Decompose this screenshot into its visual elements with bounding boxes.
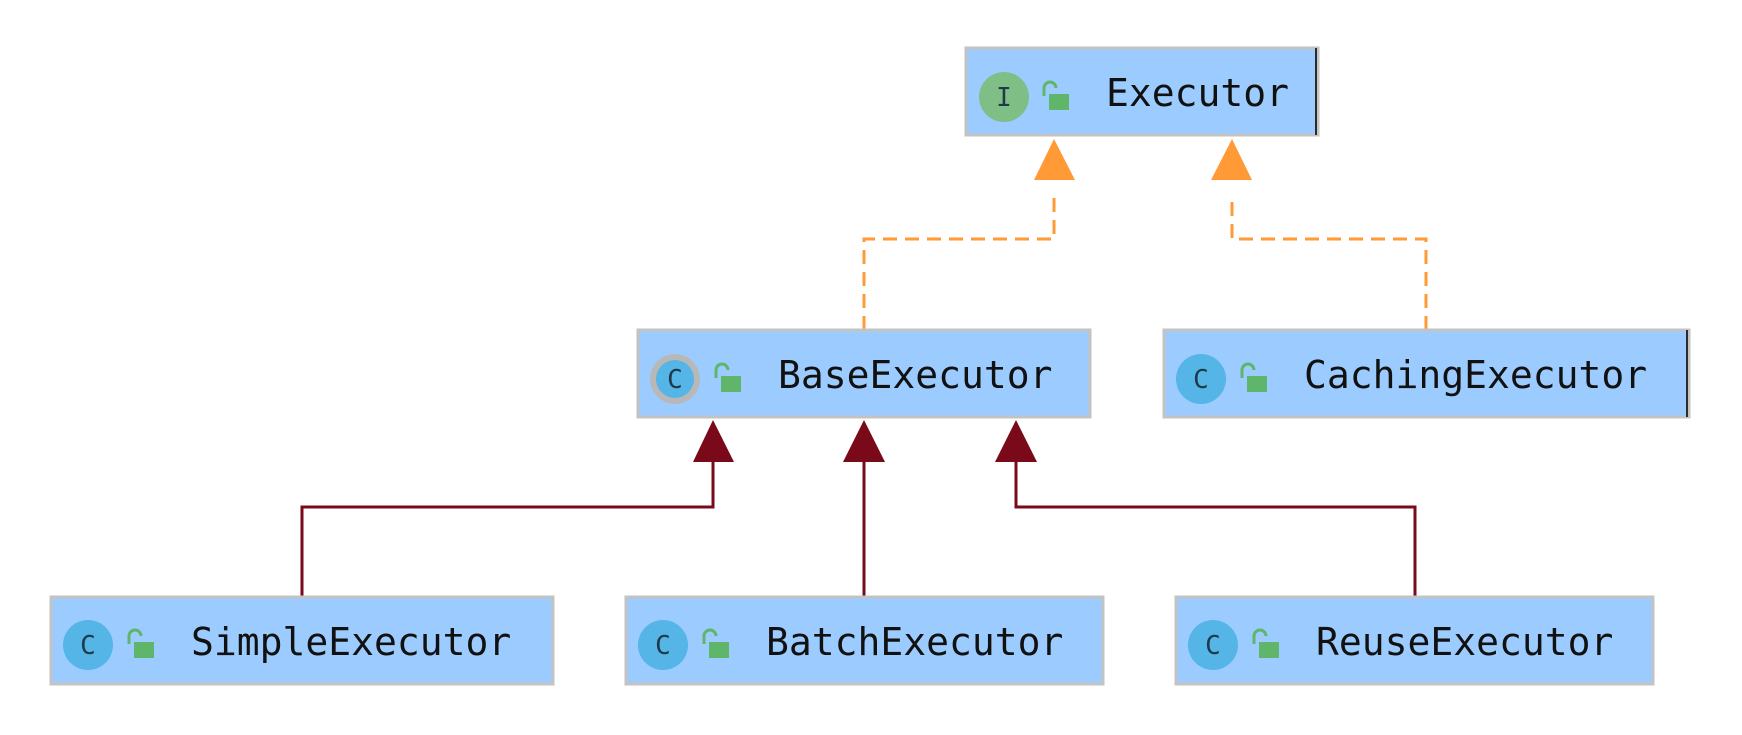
implements-arrowhead — [1211, 139, 1252, 180]
public-lock-icon — [714, 362, 741, 392]
svg-text:C: C — [1193, 365, 1209, 395]
extends-arrowhead — [995, 420, 1037, 462]
public-lock-icon — [1240, 362, 1267, 392]
edge-simpleexecutor-extends-baseexecutor — [300, 460, 715, 597]
interface-icon: I — [979, 72, 1029, 122]
edge-cachingexecutor-implements-executor — [1230, 194, 1428, 330]
abstract-class-icon: C — [650, 354, 700, 404]
class-icon: C — [1176, 354, 1226, 404]
class-icon: C — [638, 620, 688, 670]
svg-text:C: C — [667, 365, 683, 395]
node-label: BaseExecutor — [778, 353, 1053, 397]
class-icon: C — [1188, 620, 1238, 670]
node-label: BatchExecutor — [766, 620, 1063, 664]
node-label: ReuseExecutor — [1316, 620, 1613, 664]
public-lock-icon — [1042, 80, 1069, 110]
public-lock-icon — [1252, 628, 1279, 658]
node-batchexecutor[interactable]: C BatchExecutor — [624, 595, 1105, 686]
node-baseexecutor[interactable]: C BaseExecutor — [636, 328, 1092, 419]
node-label: SimpleExecutor — [191, 620, 511, 664]
node-box — [1162, 328, 1691, 419]
edge-reuseexecutor-extends-baseexecutor — [1014, 460, 1417, 597]
edge-baseexecutor-implements-executor — [862, 194, 1056, 330]
node-box — [636, 328, 1092, 419]
node-reuseexecutor[interactable]: C ReuseExecutor — [1174, 595, 1655, 686]
node-simpleexecutor[interactable]: C SimpleExecutor — [49, 595, 555, 686]
public-lock-icon — [127, 628, 154, 658]
svg-text:C: C — [80, 631, 96, 661]
extends-arrowhead — [843, 420, 885, 462]
svg-text:C: C — [655, 631, 671, 661]
svg-text:C: C — [1205, 631, 1221, 661]
node-box — [964, 46, 1320, 137]
extends-arrowhead — [693, 420, 734, 462]
class-icon: C — [63, 620, 113, 670]
node-cachingexecutor[interactable]: C CachingExecutor — [1162, 328, 1691, 419]
node-box — [49, 595, 555, 686]
node-executor[interactable]: I Executor — [964, 46, 1320, 137]
node-label: Executor — [1106, 71, 1289, 115]
public-lock-icon — [702, 628, 729, 658]
svg-text:I: I — [996, 83, 1012, 113]
implements-arrowhead — [1034, 139, 1075, 180]
node-label: CachingExecutor — [1304, 353, 1647, 397]
